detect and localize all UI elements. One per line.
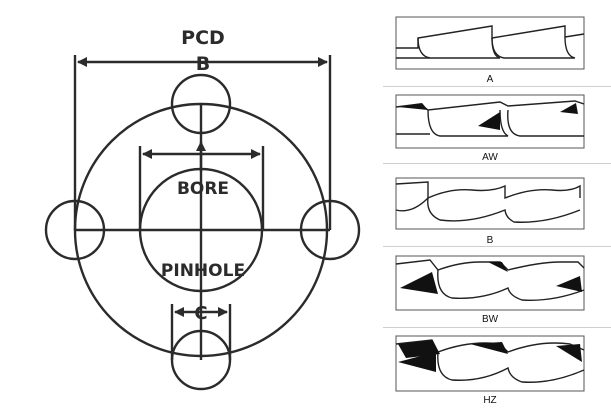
tooth-profile-hz: HZ (395, 335, 585, 406)
panel-divider-3 (383, 246, 611, 247)
profile-label-aw: AW (482, 152, 498, 163)
pitch-circle-drawing (44, 55, 361, 391)
tooth-profile-bw: BW (395, 255, 585, 325)
tooth-profile-a: A (395, 16, 585, 85)
c-label: C (194, 303, 207, 324)
panel-divider-4 (383, 327, 611, 328)
panel-divider-1 (383, 86, 611, 87)
panel-divider-2 (383, 163, 611, 164)
pcd-label: PCD (181, 27, 225, 49)
profile-label-hz: HZ (483, 395, 496, 406)
profile-label-b: B (487, 235, 494, 246)
bore-label: BORE (177, 179, 229, 199)
tooth-profile-aw: AW (395, 94, 585, 163)
tooth-profile-b: B (395, 177, 585, 246)
b-label: B (196, 53, 210, 75)
pinhole-label: PINHOLE (161, 261, 245, 281)
profile-label-a: A (487, 74, 494, 85)
profile-label-bw: BW (482, 314, 499, 325)
